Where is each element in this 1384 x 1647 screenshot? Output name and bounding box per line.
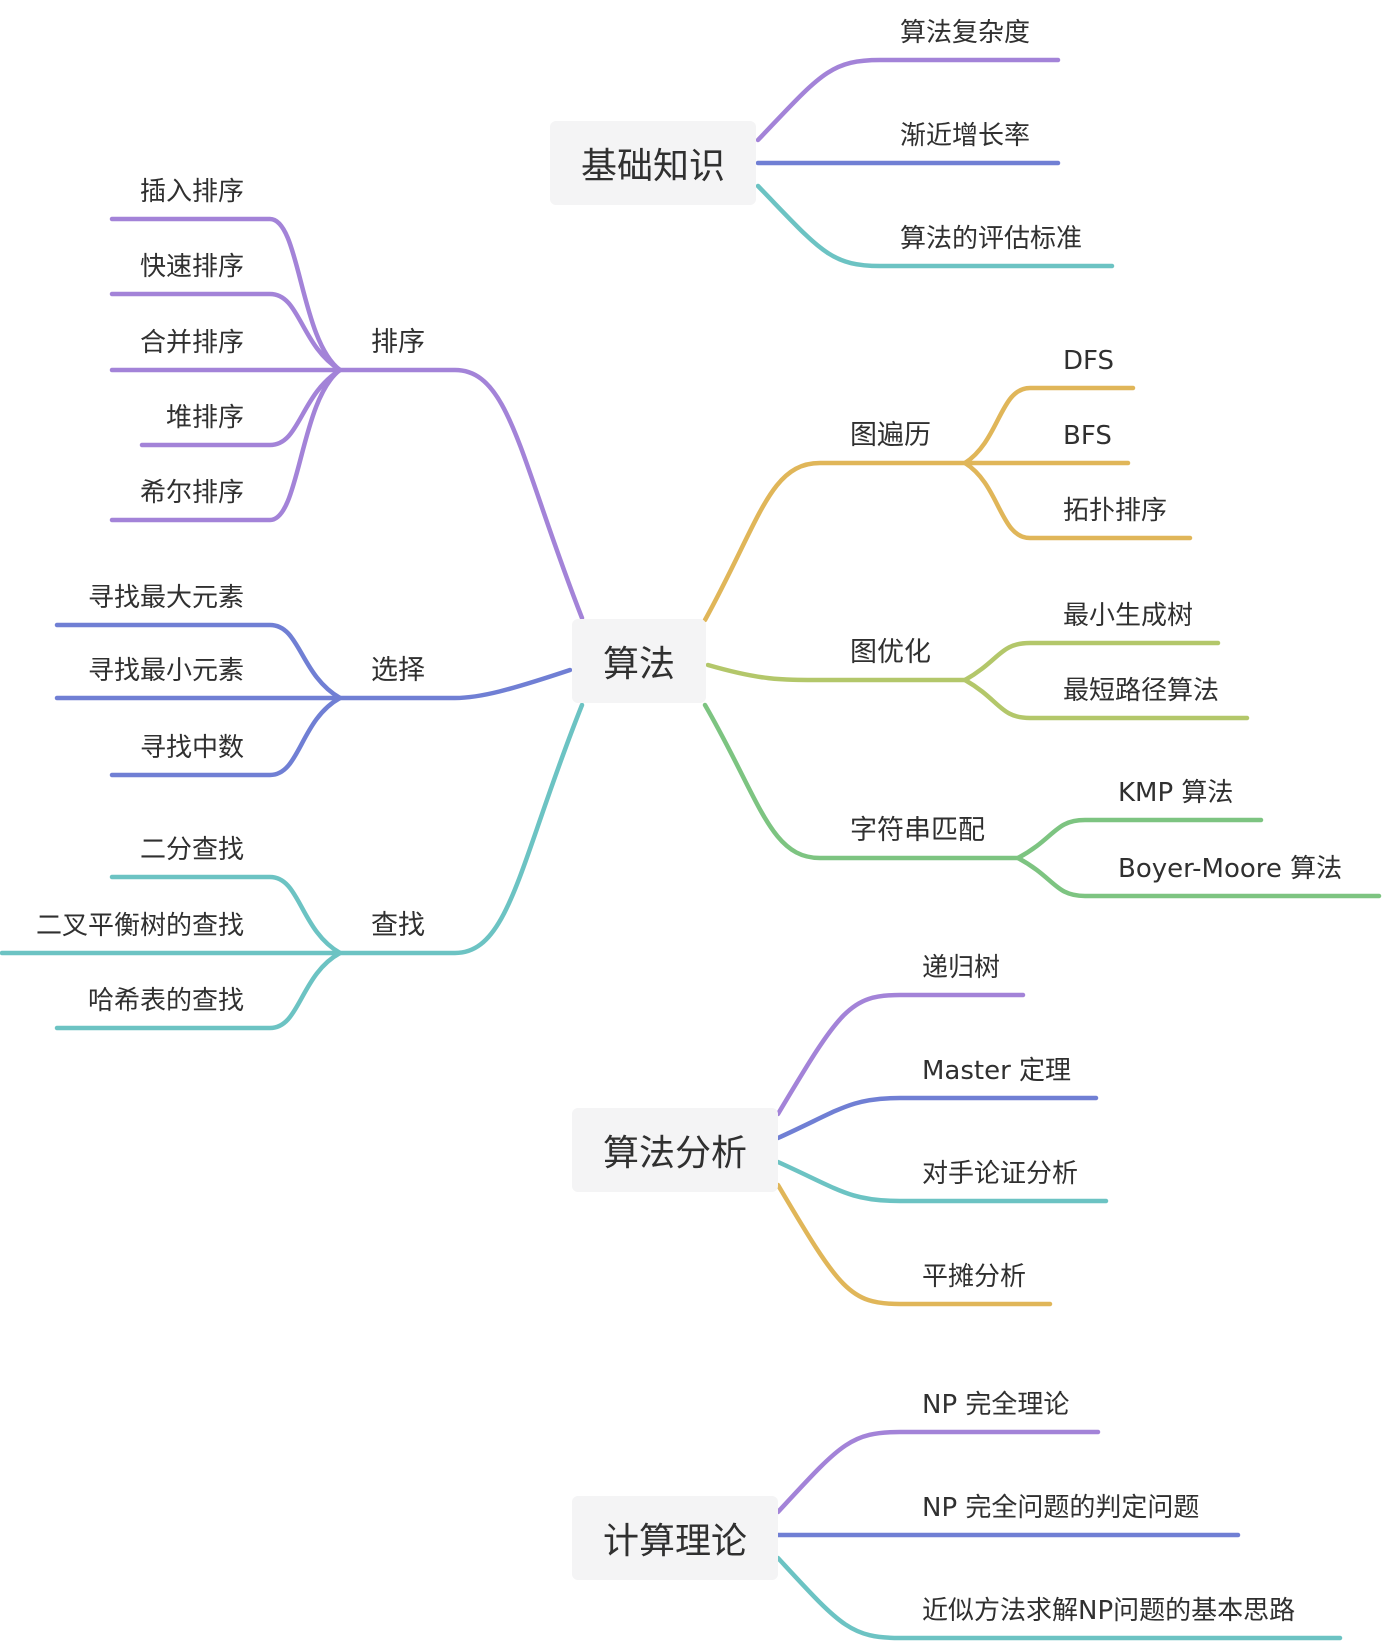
edge-sorting-item-3 [139, 367, 343, 448]
leaf-analysis-2[interactable]: 对手论证分析 [922, 1159, 1079, 1189]
edge-optimization-item-1 [962, 677, 1250, 721]
edge-basics-complexity [755, 57, 1061, 143]
edge-sorting-item-0 [109, 216, 343, 373]
root-basics[interactable]: 基础知识 [550, 121, 756, 205]
edge-traversal-item-2 [962, 460, 1193, 541]
leaf-selection-1[interactable]: 寻找最小元素 [87, 656, 244, 686]
leaf-selection-0[interactable]: 寻找最大元素 [87, 583, 244, 613]
edge-analysis-item-3 [775, 1182, 1053, 1307]
root-algorithms[interactable]: 算法 [572, 619, 706, 703]
edge-algo-optimization [705, 662, 968, 683]
leaf-sorting-4[interactable]: 希尔排序 [139, 478, 244, 508]
root-theory[interactable]: 计算理论 [572, 1496, 778, 1580]
leaf-sorting-3[interactable]: 堆排序 [165, 403, 244, 433]
edge-algo-search [337, 702, 585, 956]
edge-traversal-item-0 [962, 385, 1136, 466]
edge-theory-item-0 [775, 1429, 1101, 1515]
edge-sorting-item-4 [109, 367, 343, 523]
leaf-complexity[interactable]: 算法复杂度 [900, 18, 1031, 48]
branch-graph-optimization[interactable]: 图优化 [850, 637, 931, 668]
branch-sorting[interactable]: 排序 [371, 327, 425, 358]
edge-algo-selection [337, 667, 573, 701]
leaf-search-2[interactable]: 哈希表的查找 [87, 986, 244, 1016]
edge-algo-string [702, 702, 1021, 861]
leaf-analysis-3[interactable]: 平摊分析 [922, 1262, 1027, 1292]
edge-algo-traversal [702, 460, 968, 623]
leaf-search-0[interactable]: 二分查找 [139, 835, 244, 865]
leaf-traversal-2[interactable]: 拓扑排序 [1063, 496, 1168, 526]
leaf-theory-2[interactable]: 近似方法求解NP问题的基本思路 [922, 1596, 1296, 1626]
leaf-optimization-1[interactable]: 最短路径算法 [1063, 676, 1220, 706]
leaf-sorting-0[interactable]: 插入排序 [139, 177, 244, 207]
leaf-theory-0[interactable]: NP 完全理论 [922, 1390, 1070, 1420]
edge-string-item-0 [1015, 817, 1264, 861]
leaf-traversal-0[interactable]: DFS [1063, 346, 1115, 376]
leaf-sorting-2[interactable]: 合并排序 [139, 328, 244, 358]
edge-search-item-2 [54, 950, 343, 1031]
leaf-sorting-1[interactable]: 快速排序 [139, 252, 244, 282]
branch-search[interactable]: 查找 [371, 910, 425, 941]
branch-graph-traversal[interactable]: 图遍历 [850, 420, 931, 451]
leaf-analysis-0[interactable]: 递归树 [922, 953, 1001, 983]
leaf-optimization-0[interactable]: 最小生成树 [1063, 601, 1194, 631]
edge-selection-item-0 [54, 622, 343, 701]
leaf-growth[interactable]: 渐近增长率 [900, 121, 1031, 151]
leaf-string-1[interactable]: Boyer-Moore 算法 [1118, 854, 1343, 884]
edge-sorting-item-1 [109, 291, 343, 373]
edge-theory-item-2 [775, 1555, 1343, 1641]
root-analysis[interactable]: 算法分析 [572, 1108, 778, 1192]
leaf-analysis-1[interactable]: Master 定理 [922, 1056, 1072, 1086]
edge-string-item-1 [1015, 855, 1382, 899]
branch-selection[interactable]: 选择 [371, 655, 425, 686]
edge-search-item-0 [109, 874, 343, 956]
edge-analysis-item-1 [775, 1095, 1099, 1141]
edge-analysis-item-2 [775, 1159, 1109, 1204]
leaf-search-1[interactable]: 二叉平衡树的查找 [35, 911, 244, 941]
leaf-evaluation[interactable]: 算法的评估标准 [900, 224, 1083, 254]
leaf-selection-2[interactable]: 寻找中数 [139, 733, 244, 763]
edge-basics-evaluation [755, 183, 1115, 269]
edge-selection-item-2 [109, 695, 343, 778]
edge-optimization-item-0 [962, 640, 1221, 683]
leaf-theory-1[interactable]: NP 完全问题的判定问题 [922, 1493, 1200, 1523]
leaf-traversal-1[interactable]: BFS [1063, 421, 1112, 451]
edge-analysis-item-0 [775, 992, 1026, 1117]
edge-algo-sorting [337, 367, 585, 621]
branch-string-matching[interactable]: 字符串匹配 [850, 815, 985, 846]
leaf-string-0[interactable]: KMP 算法 [1118, 778, 1234, 808]
